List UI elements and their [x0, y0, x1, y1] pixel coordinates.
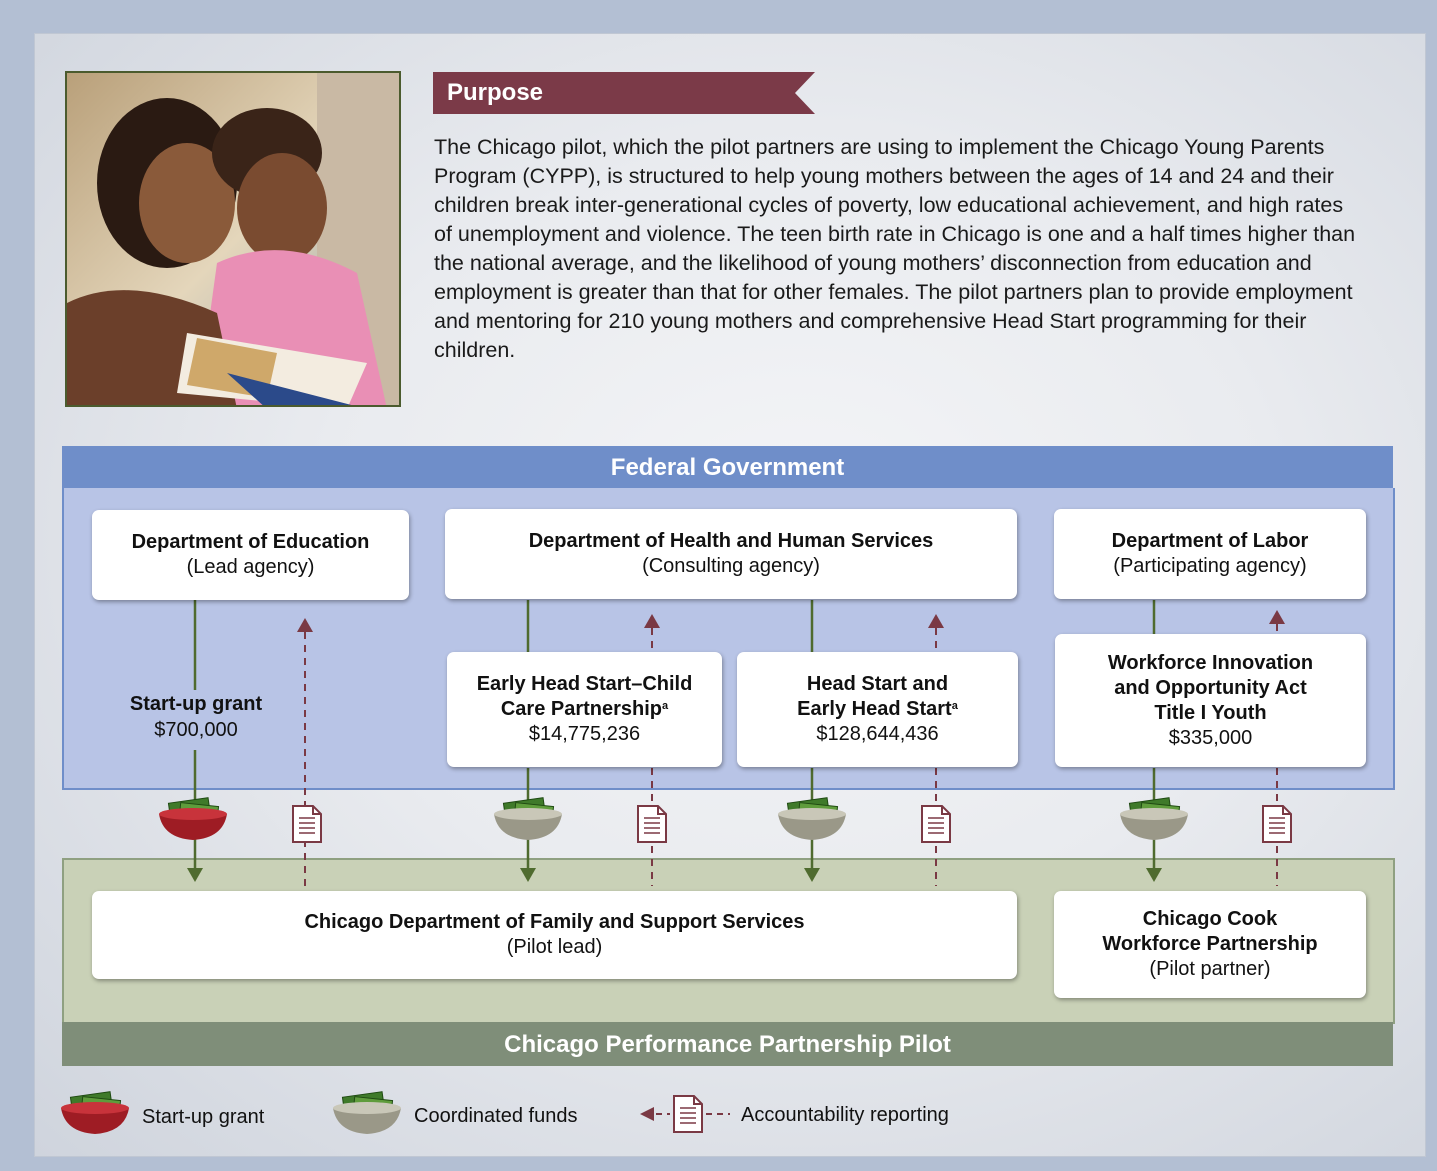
mother-child-photo: [65, 71, 401, 407]
pilot-lead-title: Chicago Department of Family and Support…: [304, 911, 805, 933]
money-bowl-icon: [60, 1091, 130, 1135]
money-bowl-icon: [777, 797, 847, 841]
agency-title: Department of Education: [131, 531, 370, 553]
hs-ehs-fund-box: Head Start and Early Head Starta $128,64…: [737, 652, 1018, 767]
fund-amount: $335,000: [1168, 726, 1253, 749]
fund-title-line1: Head Start and: [806, 673, 949, 695]
money-bowl-icon: [493, 797, 563, 841]
money-bowl-icon: [332, 1091, 402, 1135]
money-bowl-icon: [1119, 797, 1189, 841]
wioa-fund-box: Workforce Innovation and Opportunity Act…: [1055, 634, 1366, 767]
document-icon: [921, 805, 951, 843]
pilot-partner-title-line2: Workforce Partnership: [1102, 933, 1318, 955]
legend-coordinated-label: Coordinated funds: [414, 1105, 578, 1127]
pilot-partner-title-line1: Chicago Cook: [1142, 908, 1278, 930]
fund-title-line3: Title I Youth: [1154, 701, 1267, 724]
fund-title: Start-up grant: [129, 693, 263, 715]
pilot-lead-box: Chicago Department of Family and Support…: [92, 891, 1017, 979]
federal-government-header: Federal Government: [62, 446, 1393, 488]
agency-title: Department of Labor: [1111, 530, 1309, 552]
money-bowl-icon: [158, 797, 228, 841]
ehs-ccp-fund-box: Early Head Start–Child Care Partnershipa…: [447, 652, 722, 767]
department-of-hhs-box: Department of Health and Human Services …: [445, 509, 1017, 599]
legend-startup-label: Start-up grant: [142, 1106, 265, 1128]
purpose-text: The Chicago pilot, which the pilot partn…: [434, 135, 1356, 362]
fund-amount: $700,000: [154, 719, 238, 741]
footnote-marker: a: [951, 700, 958, 712]
pilot-lead-role: (Pilot lead): [506, 936, 603, 958]
document-icon: [637, 805, 667, 843]
fund-title-line1: Workforce Innovation: [1107, 651, 1314, 674]
document-icon: [673, 1095, 703, 1133]
department-of-labor-box: Department of Labor (Participating agenc…: [1054, 509, 1366, 599]
fund-amount: $14,775,236: [528, 723, 641, 745]
pilot-footer: Chicago Performance Partnership Pilot: [62, 1022, 1393, 1066]
footnote-marker: a: [662, 700, 669, 712]
fund-title-line1: Early Head Start–Child: [476, 673, 693, 695]
pilot-partner-role: (Pilot partner): [1149, 958, 1271, 980]
startup-grant-label: Start-up grant $700,000: [96, 691, 296, 743]
fund-title-line2: Early Head Start: [797, 698, 952, 720]
agency-role: (Lead agency): [186, 556, 315, 578]
legend-accountability-label: Accountability reporting: [741, 1104, 949, 1126]
purpose-title: Purpose: [447, 79, 544, 106]
document-icon: [1262, 805, 1292, 843]
fund-amount: $128,644,436: [816, 723, 939, 745]
agency-role: (Consulting agency): [642, 555, 820, 577]
pilot-partner-box: Chicago Cook Workforce Partnership (Pilo…: [1054, 891, 1366, 998]
fund-title-line2: Care Partnership: [500, 698, 663, 720]
agency-title: Department of Health and Human Services: [528, 530, 934, 552]
department-of-education-box: Department of Education (Lead agency): [92, 510, 409, 600]
document-icon: [292, 805, 322, 843]
purpose-banner: [433, 72, 815, 114]
agency-role: (Participating agency): [1113, 555, 1307, 577]
arrow-icon: [640, 1107, 730, 1121]
fund-title-line2: and Opportunity Act: [1114, 676, 1307, 699]
